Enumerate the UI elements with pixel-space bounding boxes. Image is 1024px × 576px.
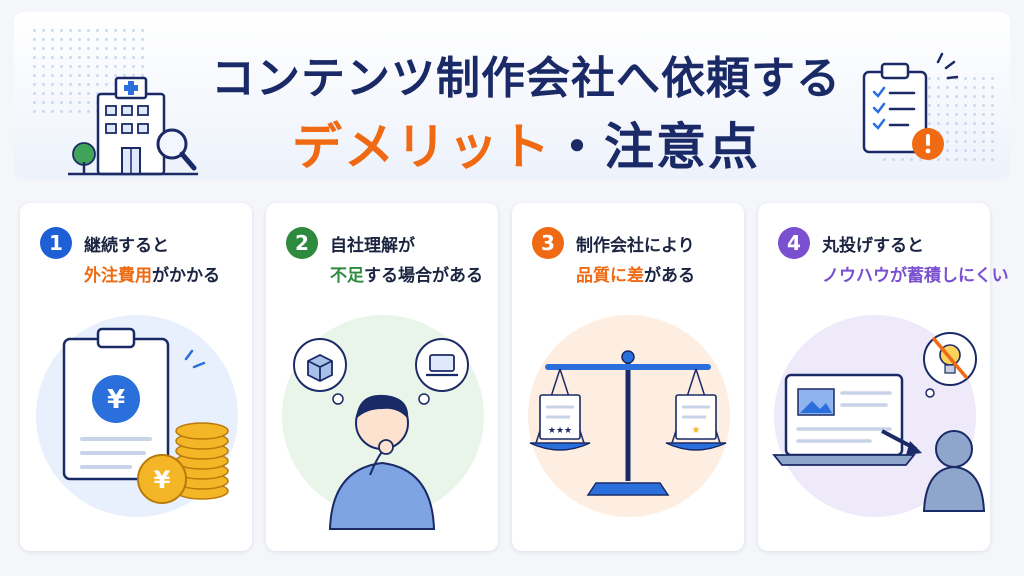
balance-scale-icon: ★★★ ★ <box>529 350 727 496</box>
hospital-building-icon <box>68 76 198 176</box>
svg-text:★★★: ★★★ <box>548 426 572 436</box>
card-subheading-rest: する場合がある <box>364 266 483 286</box>
card-subheading-rest: がある <box>644 266 695 286</box>
card-heading: 丸投げすると <box>822 236 924 256</box>
card-lack-of-understanding: 2 自社理解が 不足する場合がある <box>266 203 498 551</box>
card-subheading: 外注費用がかかる <box>84 261 220 286</box>
card-highlight: 品質に差 <box>576 266 644 286</box>
yen-symbol: ¥ <box>107 385 125 415</box>
invoice-coins-icon: ¥ ¥ <box>62 327 229 504</box>
laptop-person-lightbulb-icon <box>772 332 986 512</box>
card-quality-variance: 3 制作会社により 品質に差がある ★★★ ★ <box>512 203 744 551</box>
subtitle-rest: ・注意点 <box>552 118 760 176</box>
page-title: コンテンツ制作会社へ依頼する <box>211 53 841 104</box>
card-number-badge: 4 <box>778 227 810 259</box>
card-number-badge: 1 <box>40 227 72 259</box>
card-number-badge: 3 <box>532 227 564 259</box>
card-subheading: 不足する場合がある <box>330 261 483 286</box>
card-heading: 制作会社により <box>576 236 695 256</box>
svg-text:★: ★ <box>692 425 701 436</box>
card-highlight: ノウハウが蓄積しにくい <box>822 266 1009 286</box>
header-banner: コンテンツ制作会社へ依頼する デメリット・注意点 <box>14 12 1010 180</box>
card-heading: 自社理解が <box>330 236 415 256</box>
thinking-person-icon <box>293 338 469 530</box>
card-highlight: 不足 <box>330 266 364 286</box>
subtitle-highlight: デメリット <box>292 118 552 176</box>
clipboard-alert-icon <box>862 52 959 160</box>
card-subheading: 品質に差がある <box>576 261 695 286</box>
card-outsourcing-cost: 1 継続すると 外注費用がかかる ¥ ¥ <box>20 203 252 551</box>
card-subheading: ノウハウが蓄積しにくい <box>822 261 1009 286</box>
card-heading: 継続すると <box>84 236 169 256</box>
coin-yen-symbol: ¥ <box>154 466 171 494</box>
page-subtitle: デメリット・注意点 <box>14 107 1024 179</box>
card-subheading-rest: がかかる <box>152 266 220 286</box>
card-number-badge: 2 <box>286 227 318 259</box>
card-highlight: 外注費用 <box>84 266 152 286</box>
card-knowhow-accumulation: 4 丸投げすると ノウハウが蓄積しにくい <box>758 203 1009 551</box>
